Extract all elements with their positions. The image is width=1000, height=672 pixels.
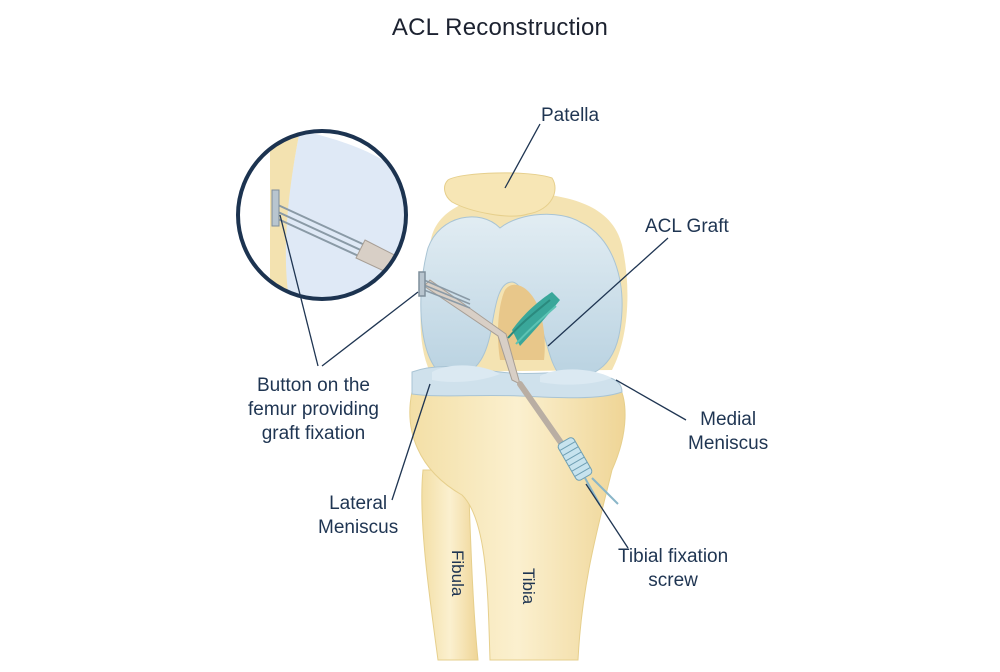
femoral-button-inset [236,129,408,301]
acl-graft [507,292,560,346]
medial-meniscus-shape [540,369,612,385]
fibula-bone [421,469,479,661]
leader-lines [279,123,687,549]
label-button-fixation: Button on the femur providing graft fixa… [248,375,379,444]
label-lateral-meniscus: Lateral Meniscus [318,493,399,538]
label-acl-graft: ACL Graft [645,216,729,237]
label-medial-meniscus: Medial Meniscus [688,409,769,454]
label-tibia: Tibia [519,568,538,605]
label-fibula: Fibula [448,550,467,597]
diagram-title: ACL Reconstruction [391,14,609,41]
label-patella: Patella [541,105,600,126]
label-tibial-screw: Tibial fixation screw [618,546,729,591]
patella-bone [444,172,556,217]
lateral-meniscus-shape [432,365,500,382]
femoral-button [418,271,471,309]
